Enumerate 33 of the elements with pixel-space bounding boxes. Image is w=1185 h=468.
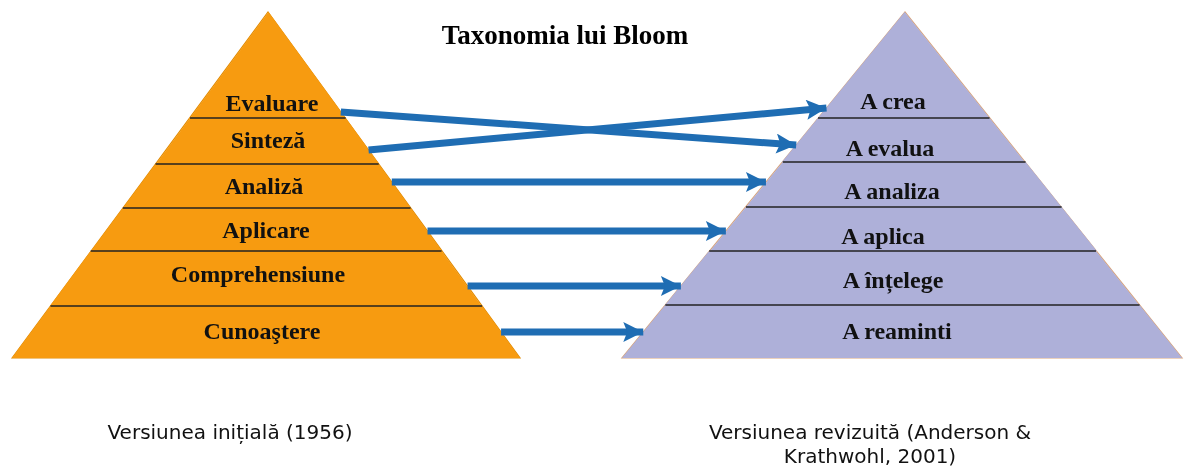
pyramid-level xyxy=(665,251,1140,305)
pyramid-level xyxy=(12,306,520,358)
caption: Versiunea revizuită (Anderson & Krathwohl, 2001) xyxy=(707,420,1033,468)
arrow xyxy=(391,172,766,192)
arrow xyxy=(340,108,797,154)
pyramid-level xyxy=(122,164,411,208)
pyramid-level xyxy=(622,305,1182,358)
caption: Versiunea inițială (1956) xyxy=(106,420,354,444)
level-label: A reaminti xyxy=(842,317,952,345)
arrow xyxy=(427,221,726,241)
level-label: Aplicare xyxy=(222,216,310,244)
level-label: Comprehensiune xyxy=(170,260,346,288)
pyramid-level xyxy=(782,118,1026,162)
level-label: Cunoaştere xyxy=(203,317,321,345)
pyramid-level xyxy=(745,162,1062,207)
level-label: Evaluare xyxy=(225,89,319,117)
pyramid-level xyxy=(709,207,1097,251)
pyramid-level xyxy=(155,118,379,164)
pyramid-level xyxy=(818,12,990,118)
pyramid-level xyxy=(91,208,443,251)
arrow xyxy=(467,276,681,296)
diagram-title: Taxonomia lui Bloom xyxy=(440,20,690,51)
arrow xyxy=(501,322,644,342)
level-label: A aplica xyxy=(841,222,925,250)
level-label: A analiza xyxy=(844,177,940,205)
level-label: A evalua xyxy=(845,134,935,162)
pyramid-level xyxy=(50,251,483,306)
level-label: A crea xyxy=(860,87,926,115)
level-label: Sinteză xyxy=(230,126,306,154)
pyramid-level xyxy=(189,12,346,118)
level-label: Analiză xyxy=(224,172,304,200)
arrow xyxy=(368,99,827,154)
level-label: A înțelege xyxy=(842,266,944,294)
